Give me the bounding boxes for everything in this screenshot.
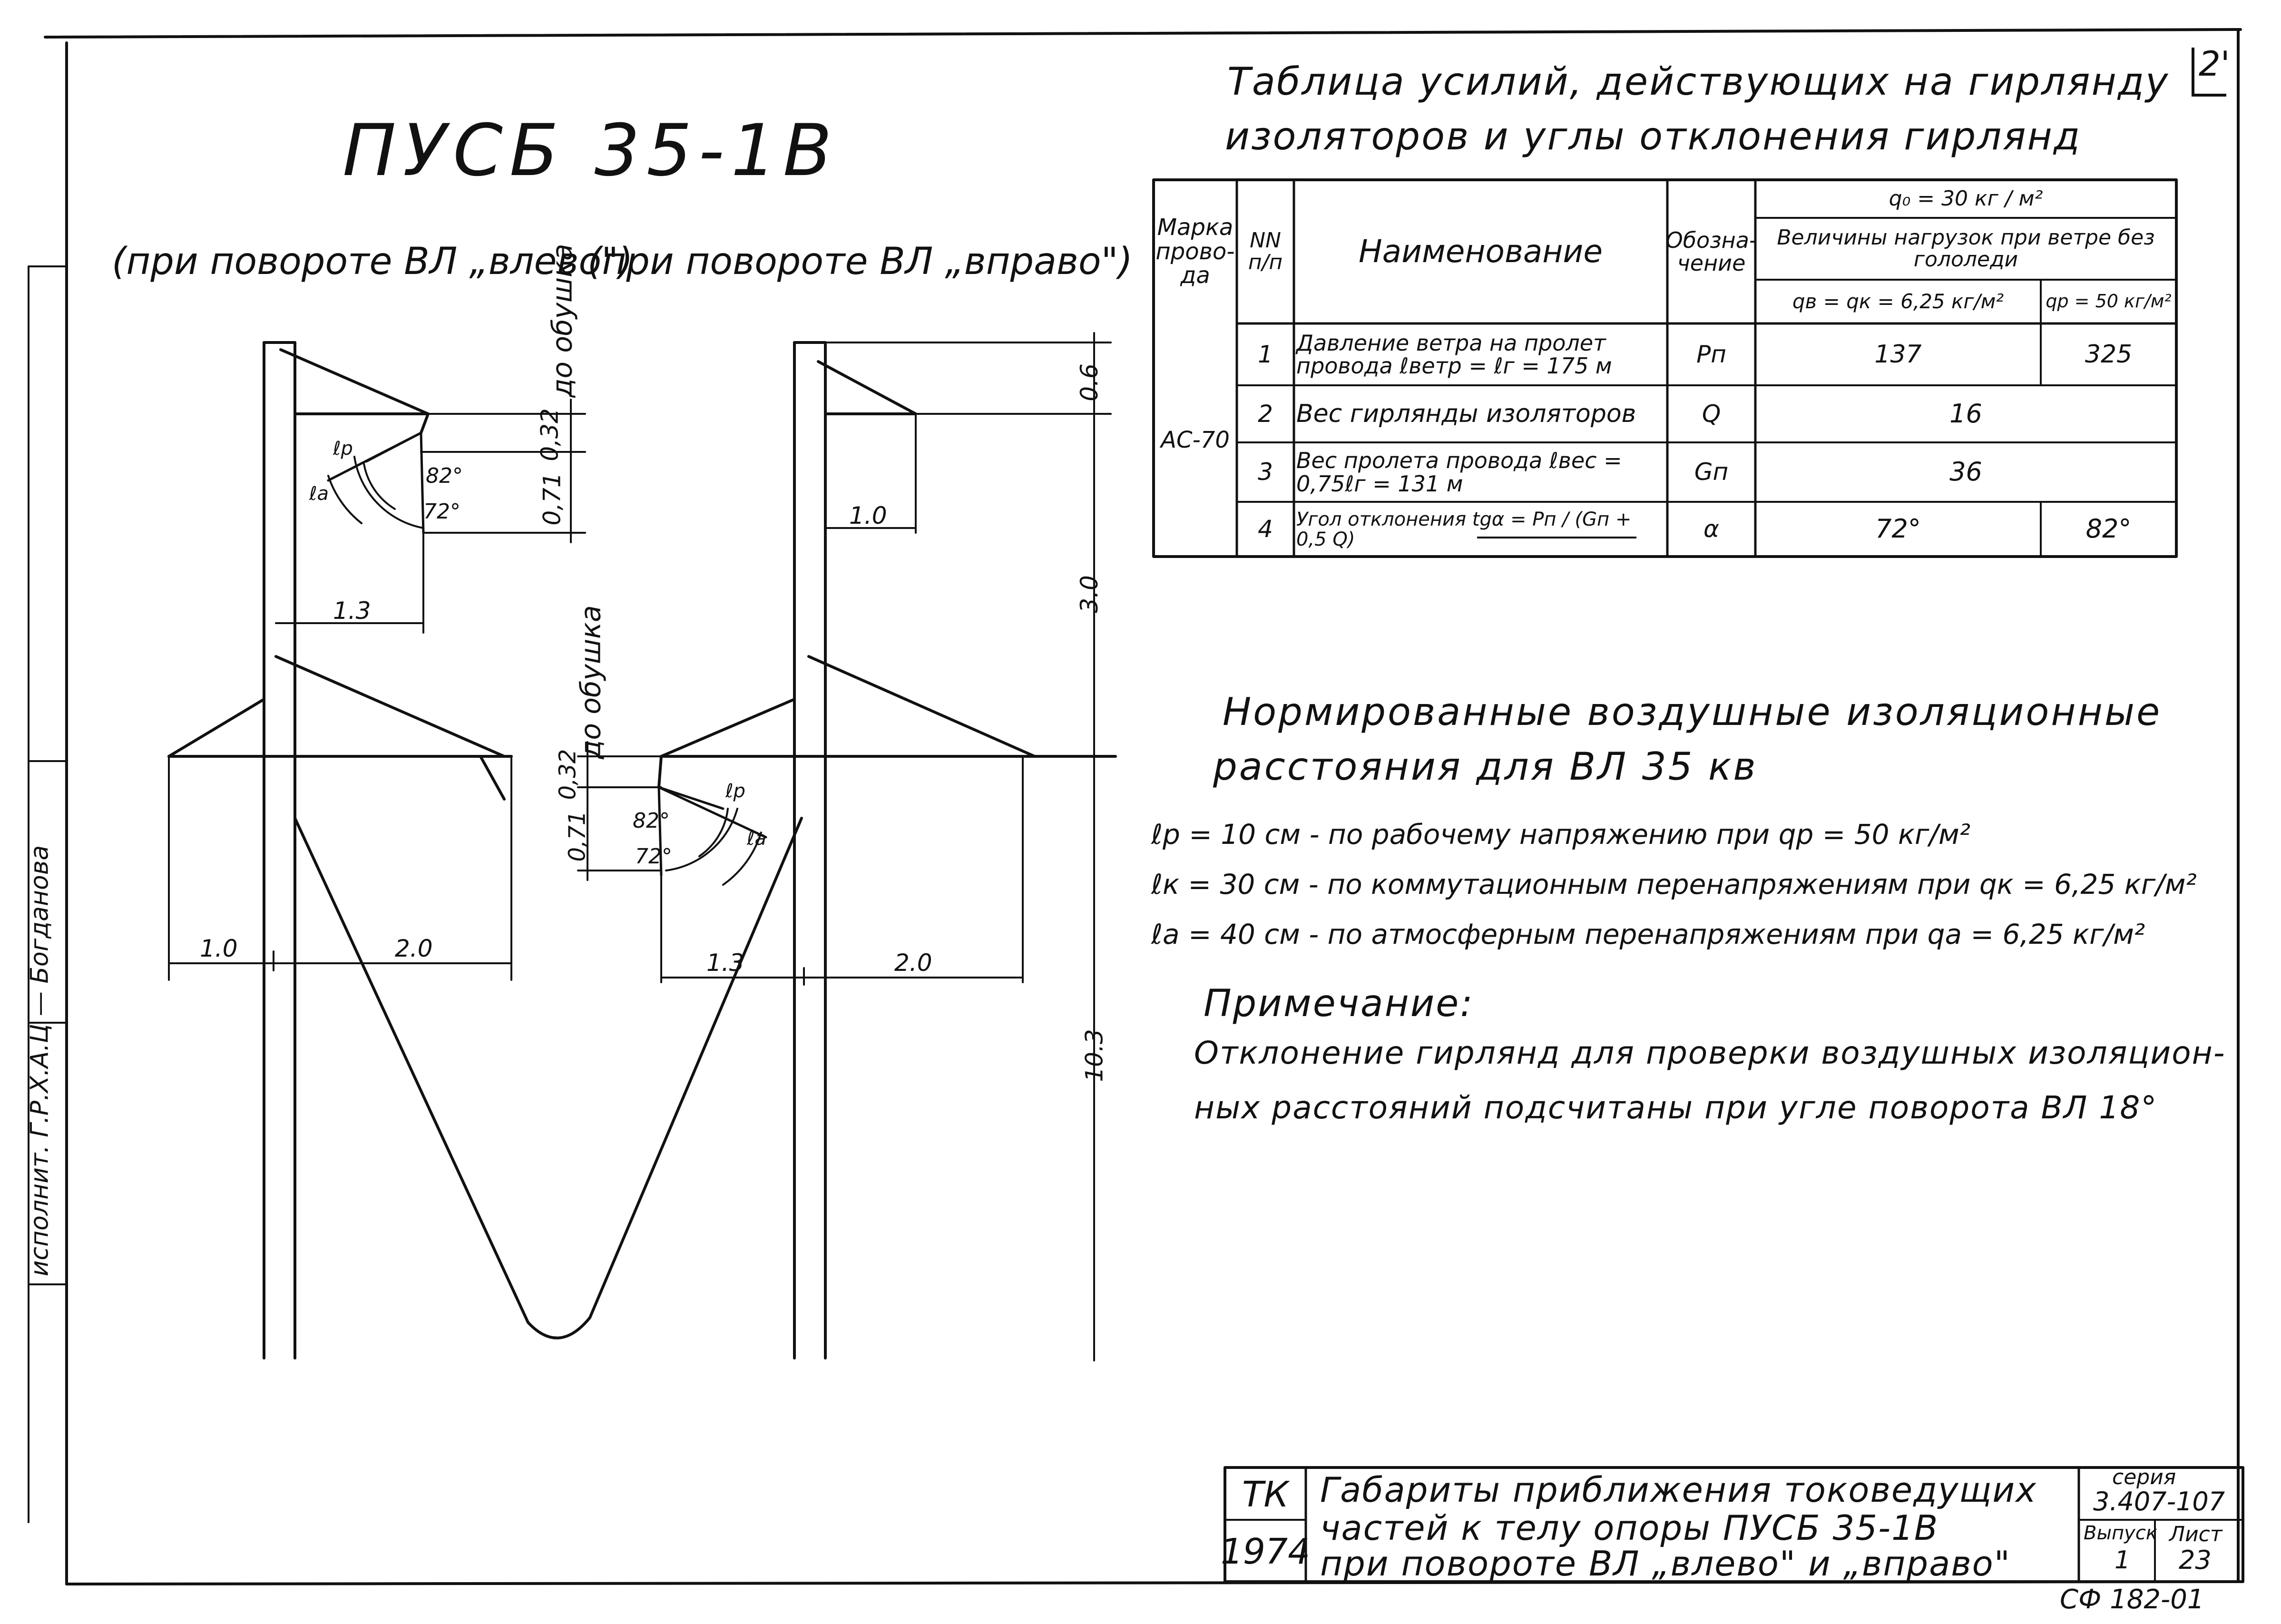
row3-sym: Gп [1694,458,1729,486]
right-height-mid: 3.0 [1075,575,1103,613]
margin-signature: исполнит. Г.Р.Х.А.Ц — Богданова [25,845,54,1277]
right-view-caption: (при повороте ВЛ „вправо") [587,240,1133,283]
stamp-title-line2: частей к телу опоры ПУСБ 35-1В [1320,1508,1939,1548]
force-table: Марка прово- да NN п/п Наименование Обоз… [1154,178,2181,559]
th-designation: Обозна- чение [1665,227,1757,276]
left-dim-top: 0,32 [536,408,564,461]
stamp-org: ТК [1242,1474,1289,1515]
left-base-right: 2.0 [395,935,433,962]
row2-sym: Q [1702,400,1721,428]
left-arm-length: 1.3 [333,597,371,625]
norms-line-3: ℓа = 40 см - по атмосферным перенапряжен… [1151,918,2145,950]
stamp-title-line3: при повороте ВЛ „влево" и „вправо" [1320,1544,2011,1584]
row2-merged: 16 [1949,398,1982,429]
row2-num: 2 [1258,400,1273,428]
wire-mark: АС-70 [1161,426,1230,453]
row1-num: 1 [1258,340,1273,368]
table-title-line1: Таблица усилий, действующих на гирлянду [1227,59,2170,104]
note-line-2: ных расстояний подсчитаны при угле повор… [1194,1089,2158,1126]
sheet-corner-mark: 2' [2199,44,2230,84]
right-base-right: 2.0 [894,949,932,977]
right-dim-angles-height: 0,71 [564,811,591,862]
left-angle-2: 72° [423,499,460,524]
note-heading: Примечание: [1204,982,1474,1025]
right-gap-p: ℓр [725,780,745,802]
th-col-a: qв = qк = 6,25 кг/м² [1792,289,2004,313]
row1-name: Давление ветра на пролет провода ℓветр =… [1296,330,1612,379]
right-angle-2: 72° [635,844,672,869]
row4-b: 82° [2085,514,2132,544]
right-gap-a: ℓа [747,828,767,850]
row4-name: Угол отклонения tgα = Pп / (Gп + 0,5 Q) [1296,508,1632,550]
stamp-issue-value: 1 [2115,1546,2131,1575]
th-num: NN п/п [1248,228,1283,274]
stamp-sheet-value: 23 [2179,1545,2212,1575]
left-base-left: 1.0 [200,935,238,962]
row3-name: Вес пролета провода ℓвес = 0,75ℓг = 131 … [1296,448,1622,497]
document-code: СФ 182-01 [2060,1584,2204,1615]
row3-merged: 36 [1949,457,1982,487]
drawing-title: ПУСБ 35-1В [343,109,839,192]
th-name: Наименование [1359,233,1603,270]
th-load-sub: Величины нагрузок при ветре без гололеди [1777,225,2155,272]
stamp-series-label: серия [2112,1465,2176,1489]
right-height-bottom: 10.3 [1080,1029,1108,1082]
row1-b: 325 [2085,340,2133,369]
left-dim-angles-height: 0,71 [538,472,566,526]
row2-name: Вес гирлянды изоляторов [1296,399,1636,428]
stamp-year: 1974 [1220,1531,1311,1572]
right-base-left: 1.3 [706,949,744,977]
right-crossarm: 1.0 [849,502,887,529]
stamp-series-value: 3.407-107 [2093,1487,2225,1516]
left-dim-top-note: до обушка [546,244,578,398]
row3-num: 3 [1258,458,1273,486]
norms-heading-1: Нормированные воздушные изоляционные [1223,690,2162,734]
row4-a: 72° [1875,514,1921,544]
th-load-top: q₀ = 30 кг / м² [1889,186,2043,211]
row4-num: 4 [1258,515,1273,543]
left-gap-p: ℓр [333,438,353,460]
norms-heading-2: расстояния для ВЛ 35 кв [1213,744,1758,789]
norms-line-2: ℓк = 30 см - по коммутационным перенапря… [1151,868,2197,900]
th-mark: Марка прово- да [1155,214,1235,289]
left-gap-a: ℓа [309,483,329,505]
left-view-caption: (при повороте ВЛ „влево") [112,240,633,283]
right-angle-1: 82° [633,809,670,833]
row1-a: 137 [1874,340,1922,369]
stamp-sheet-label: Лист [2169,1522,2222,1546]
row4-sym: α [1703,515,1719,543]
note-line-1: Отклонение гирлянд для проверки воздушны… [1194,1035,2226,1071]
stamp-issue-label: Выпуск [2084,1522,2157,1544]
left-angle-1: 82° [426,464,463,488]
th-col-b: qр = 50 кг/м² [2046,291,2172,312]
right-dim-top: 0.6 [1075,363,1103,401]
table-title-line2: изоляторов и углы отклонения гирлянд [1225,114,2082,158]
stamp-title-line1: Габариты приближения токоведущих [1320,1470,2037,1510]
row1-sym: Pп [1696,340,1726,368]
norms-line-1: ℓр = 10 см - по рабочему напряжению при … [1151,818,1971,851]
right-dim-mid-note: до обушка [574,605,607,759]
